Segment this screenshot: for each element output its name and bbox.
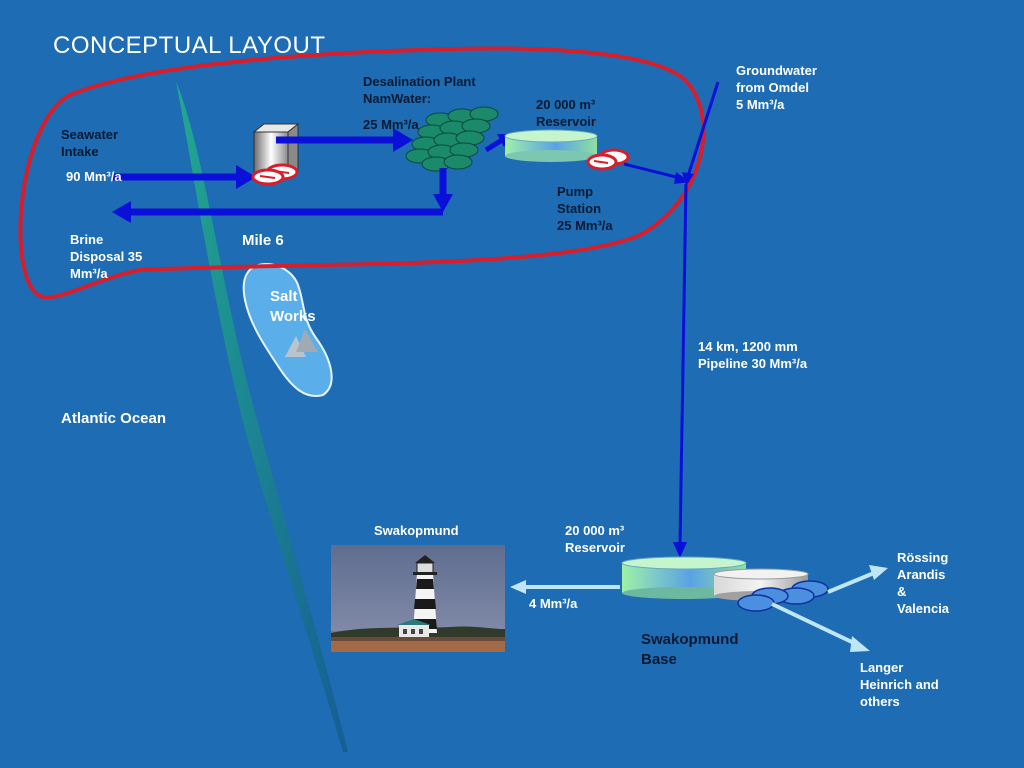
product-arrow — [484, 137, 504, 153]
reservoir-top-label: 20 000 m³ Reservoir — [536, 97, 596, 129]
to-rossing-arrow — [827, 571, 875, 594]
coastline — [176, 82, 348, 752]
lighthouse-photo — [331, 545, 505, 652]
base-pump-icon — [737, 580, 829, 612]
desal-flow-label: 25 Mm³/a — [363, 117, 419, 132]
pipeline-label: 14 km, 1200 mm Pipeline 30 Mm³/a — [698, 339, 808, 371]
pump-station-label: Pump Station 25 Mm³/a — [557, 184, 613, 233]
swakopmund-flow-label: 4 Mm³/a — [529, 596, 578, 611]
groundwater-label: Groundwater from Omdel 5 Mm³/a — [736, 63, 817, 112]
site-boundary — [18, 46, 706, 300]
reservoir-tank-icon-top — [504, 129, 598, 162]
salt-works-pond — [242, 263, 333, 398]
to-langer-arrow — [771, 602, 857, 646]
reservoir-bottom-label: 20 000 m³ Reservoir — [565, 523, 625, 555]
seawater-intake-label: Seawater Intake — [61, 127, 119, 159]
intake-pump-icon — [251, 163, 299, 186]
desal-plant-label: Desalination Plant NamWater: — [363, 74, 476, 106]
pump-out-arrow — [623, 162, 681, 180]
mile-6-label: Mile 6 — [242, 232, 284, 249]
main-pipeline — [678, 183, 688, 546]
brine-disposal-label: Brine Disposal 35 Mm³/a — [70, 232, 143, 281]
salt-works-label: Salt Works — [270, 288, 316, 325]
membrane-module-icon — [405, 106, 499, 172]
seawater-flow-label: 90 Mm³/a — [66, 169, 122, 184]
langer-heinrich-label: Langer Heinrich and others — [860, 660, 939, 709]
salt-pile-icon-2 — [296, 329, 318, 352]
atlantic-ocean-label: Atlantic Ocean — [61, 410, 167, 427]
groundwater-arrow — [686, 81, 720, 177]
swakopmund-base-label: Swakopmund Base — [641, 631, 739, 668]
pump-station-icon — [586, 148, 630, 171]
rossing-label: Rössing Arandis & Valencia — [897, 550, 950, 616]
page-title: CONCEPTUAL LAYOUT — [53, 32, 326, 59]
swakopmund-label: Swakopmund — [374, 523, 459, 538]
